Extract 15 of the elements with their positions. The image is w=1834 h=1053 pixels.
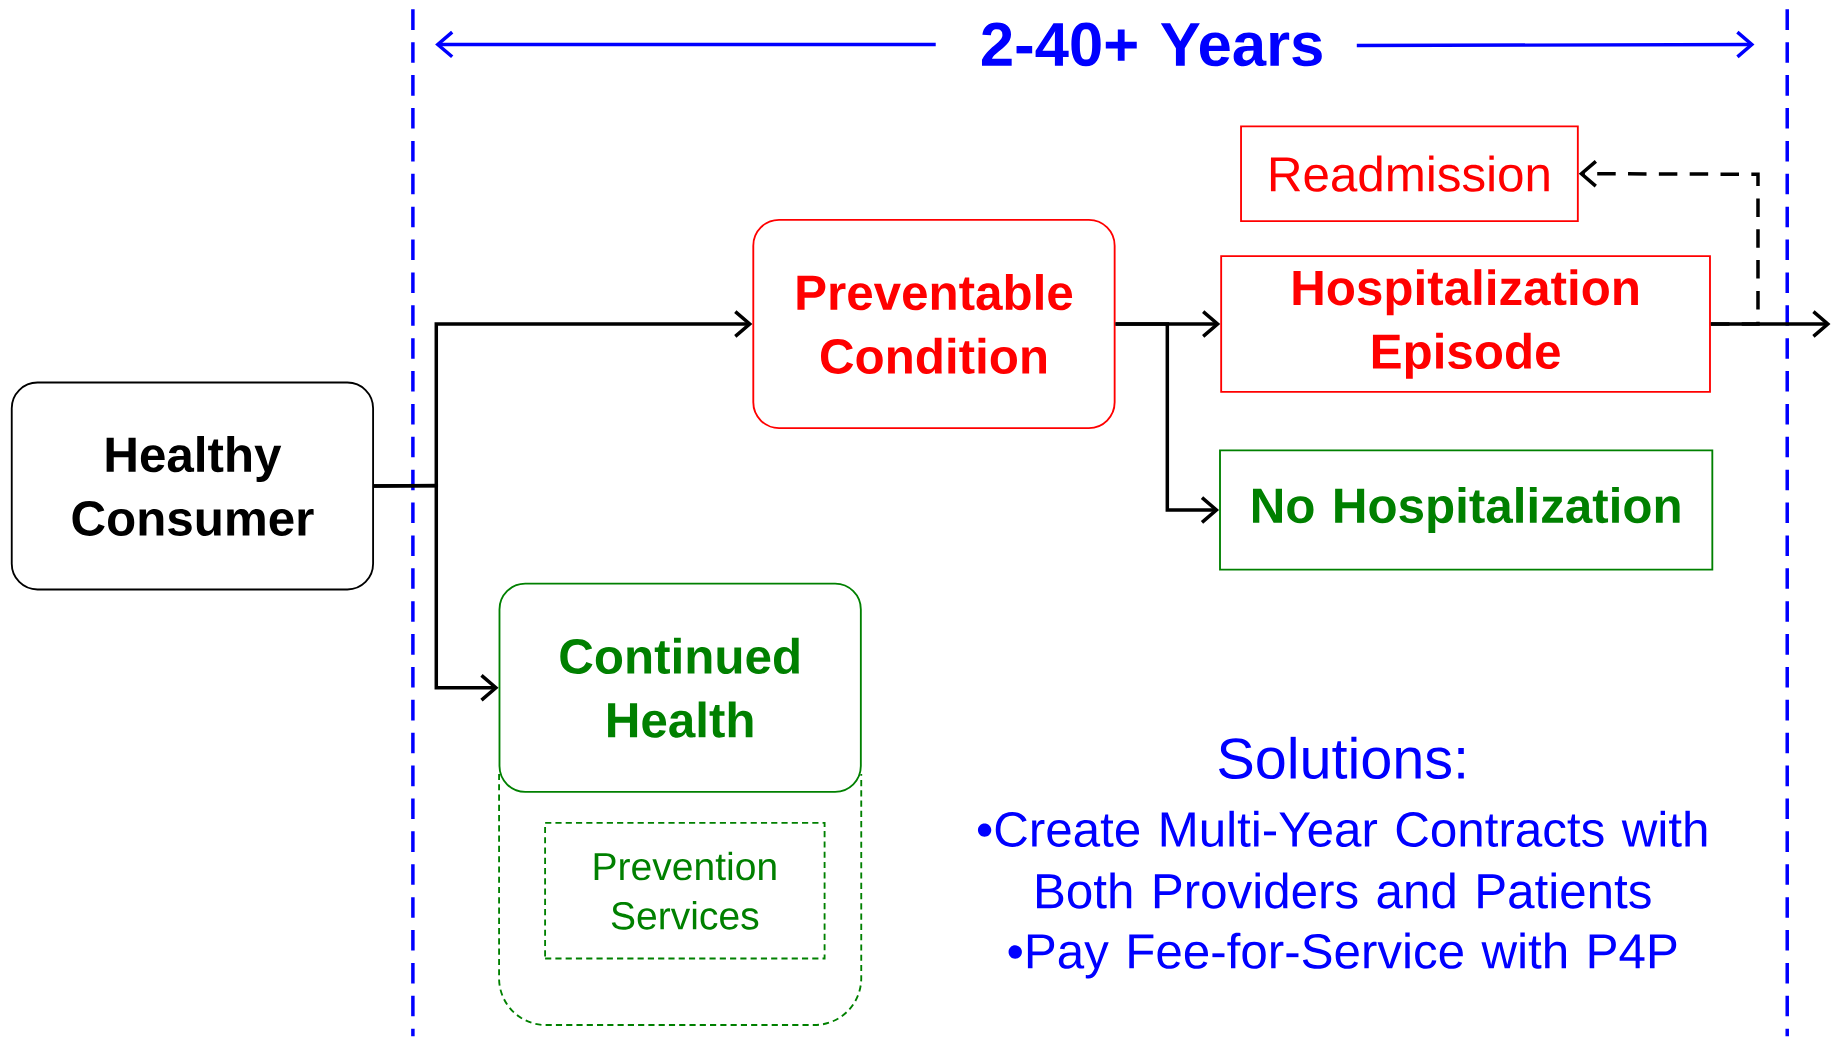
- process-box: Healthy Consumer: [10, 381, 374, 591]
- dashed-region: [498, 773, 863, 1027]
- process-box: Readmission: [1240, 125, 1579, 223]
- process-box: No Hospitalization: [1219, 449, 1714, 571]
- arrow: [374, 483, 499, 702]
- process-box: Continued Health: [498, 582, 862, 793]
- arrow: [1578, 160, 1760, 326]
- process-box: Prevention Services: [544, 822, 826, 960]
- process-box: Hospitalization Episode: [1220, 255, 1711, 393]
- bullet-point: •Pay Fee-for-Service with P4P: [1008, 932, 1677, 979]
- arrow: [1115, 322, 1220, 524]
- bullet-point: •Create Multi-Year Contracts with Both Providers and Patients: [977, 810, 1707, 909]
- process-box: Preventable Condition: [752, 219, 1116, 430]
- solutions-heading: Solutions:: [1219, 737, 1464, 780]
- dimension-label: 2-40+ Years: [982, 22, 1322, 67]
